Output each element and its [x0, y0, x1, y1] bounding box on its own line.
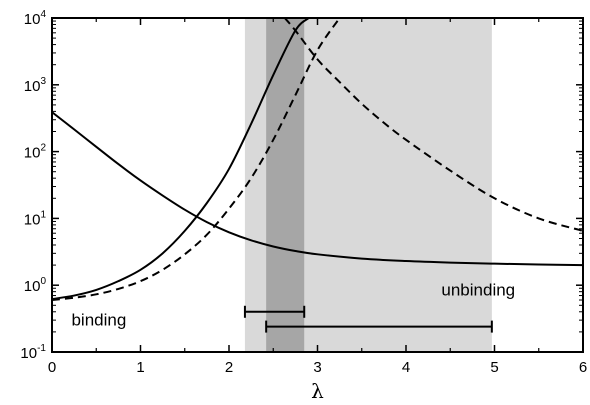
plot-frame: [51, 17, 584, 353]
x-tick-labels: 0 1 2 3 4 5 6: [48, 359, 587, 376]
y-tick-label: 100: [24, 276, 47, 295]
y-tick-labels: 10-1 100 101 102 103 104: [20, 9, 46, 362]
x-tick-label: 5: [490, 359, 498, 376]
x-axis-label: λ: [311, 379, 324, 403]
x-tick-label: 2: [225, 359, 233, 376]
x-tick-label: 4: [402, 359, 410, 376]
x-tick-label: 1: [136, 359, 144, 376]
series-line-0: [52, 111, 583, 267]
shaded-region-1: [266, 18, 305, 352]
interval-markers: [243, 305, 493, 333]
annotation-binding: binding: [71, 310, 126, 329]
y-tick-label: 101: [24, 209, 47, 228]
x-tick-label: 3: [313, 359, 321, 376]
y-tick-label: 104: [24, 9, 47, 28]
shaded-regions: [244, 18, 492, 352]
y-tick-label: 103: [24, 76, 47, 95]
series-line-3: [283, 18, 583, 232]
x-tick-label: 0: [48, 359, 56, 376]
interval-marker-1: [265, 320, 493, 333]
x-tick-label: 6: [579, 359, 587, 376]
series-line-1: [52, 18, 310, 301]
annotations: binding unbinding: [71, 281, 515, 330]
y-tick-label: 10-1: [20, 343, 46, 362]
annotation-unbinding: unbinding: [441, 281, 515, 300]
series-lines: [52, 18, 583, 302]
series-line-2: [52, 18, 341, 302]
interval-marker-0: [243, 305, 306, 318]
y-tick-label: 102: [24, 143, 47, 162]
